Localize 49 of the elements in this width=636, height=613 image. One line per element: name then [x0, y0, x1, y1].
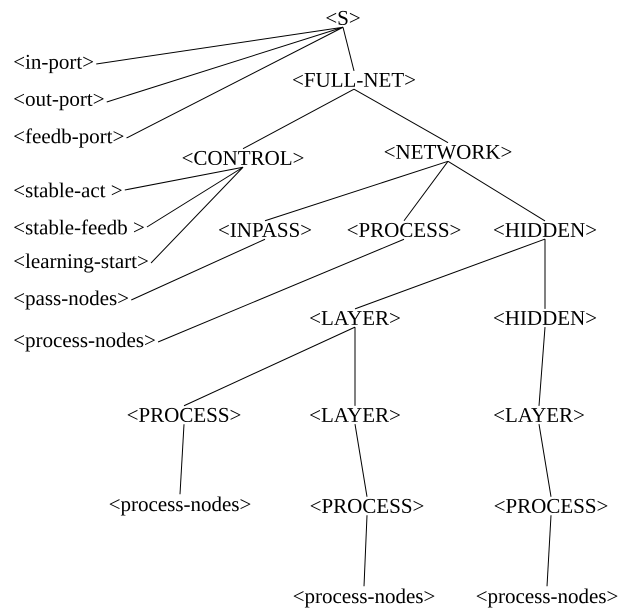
- tree-line: [342, 26, 354, 72]
- tree-line: [364, 514, 368, 587]
- tree-line: [448, 160, 546, 222]
- tree-line: [354, 238, 546, 310]
- tree-line: [544, 238, 546, 310]
- tree-node-label: <HIDDEN>: [494, 223, 596, 237]
- tree-line: [242, 88, 354, 150]
- tree-node-label: <PROCESS>: [494, 498, 608, 514]
- tree-node-label: <LAYER>: [310, 311, 400, 325]
- tree-node-label: <PROCESS>: [348, 222, 460, 238]
- tree-line: [106, 26, 344, 102]
- tree-node-label: <learning-start>: [14, 253, 148, 273]
- tree-line: [538, 326, 546, 406]
- tree-node-label: <pass-nodes>: [14, 290, 128, 310]
- tree-node-label: <process-nodes>: [14, 332, 155, 352]
- tree-node-label: <S>: [326, 10, 360, 26]
- tree-node-label: <FULL-NET>: [293, 73, 415, 87]
- tree-line: [354, 326, 356, 406]
- tree-line: [146, 166, 244, 228]
- tree-node-label: <NETWORK>: [384, 144, 512, 160]
- tree-node-label: <PROCESS>: [310, 498, 424, 514]
- tree-line: [96, 26, 344, 64]
- tree-node-label: <INPASS>: [219, 222, 312, 238]
- tree-line: [150, 166, 244, 264]
- tree-node-label: <LAYER>: [494, 408, 584, 422]
- tree-node-label: <stable-act >: [14, 182, 122, 198]
- tree-line: [538, 424, 552, 498]
- tree-node-label: <LAYER>: [310, 408, 400, 422]
- tree-line: [404, 160, 448, 222]
- tree-line: [264, 160, 448, 222]
- tree-node-label: <stable-feedb >: [14, 220, 144, 234]
- tree-line: [184, 326, 356, 406]
- tree-line: [354, 424, 368, 498]
- tree-line: [180, 424, 184, 495]
- tree-node-label: <process-nodes>: [476, 588, 618, 608]
- tree-line: [158, 238, 404, 342]
- tree-line: [130, 238, 266, 300]
- tree-line: [546, 514, 552, 587]
- tree-line: [354, 88, 448, 144]
- tree-node-label: <process-nodes>: [110, 496, 250, 516]
- tree-line: [124, 166, 244, 190]
- tree-node-label: <out-port>: [14, 94, 104, 110]
- tree-node-label: <in-port>: [14, 54, 94, 74]
- tree-node-label: <feedb-port>: [14, 128, 124, 148]
- tree-node-label: <process-nodes>: [294, 588, 434, 608]
- tree-node-label: <PROCESS>: [128, 408, 240, 422]
- tree-node-label: <CONTROL>: [182, 150, 304, 166]
- tree-node-label: <HIDDEN>: [494, 311, 596, 325]
- tree-line: [126, 26, 344, 138]
